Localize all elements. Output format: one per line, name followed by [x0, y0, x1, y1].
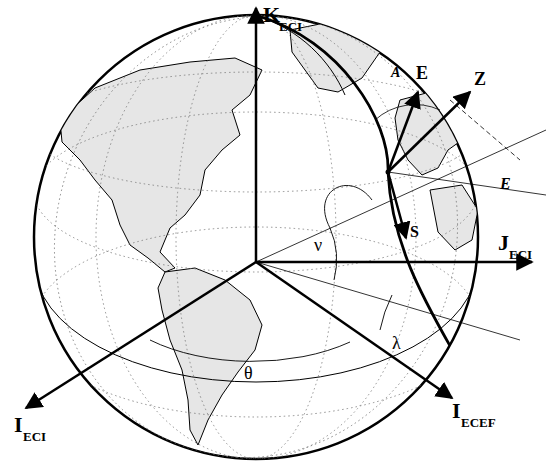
azimuth-label: A — [391, 66, 400, 80]
axis-label: I — [14, 414, 23, 436]
south-axis-label: S — [410, 224, 419, 240]
axis-label: J — [498, 232, 509, 254]
sidereal-angle-label: θ — [244, 364, 253, 382]
axis-label: K — [263, 4, 280, 26]
axis-subscript: ECEF — [461, 416, 496, 429]
zenith-axis-label: Z — [474, 70, 486, 88]
elevation-label: E — [500, 176, 511, 192]
axis-label: I — [452, 400, 461, 422]
axis-subscript: ECI — [509, 248, 532, 261]
longitude-label: λ — [392, 334, 401, 352]
latitude-label: ν — [314, 236, 322, 254]
axis-subscript: ECI — [23, 430, 46, 443]
axis-subscript: ECI — [279, 20, 302, 33]
east-axis-label: E — [416, 64, 428, 82]
